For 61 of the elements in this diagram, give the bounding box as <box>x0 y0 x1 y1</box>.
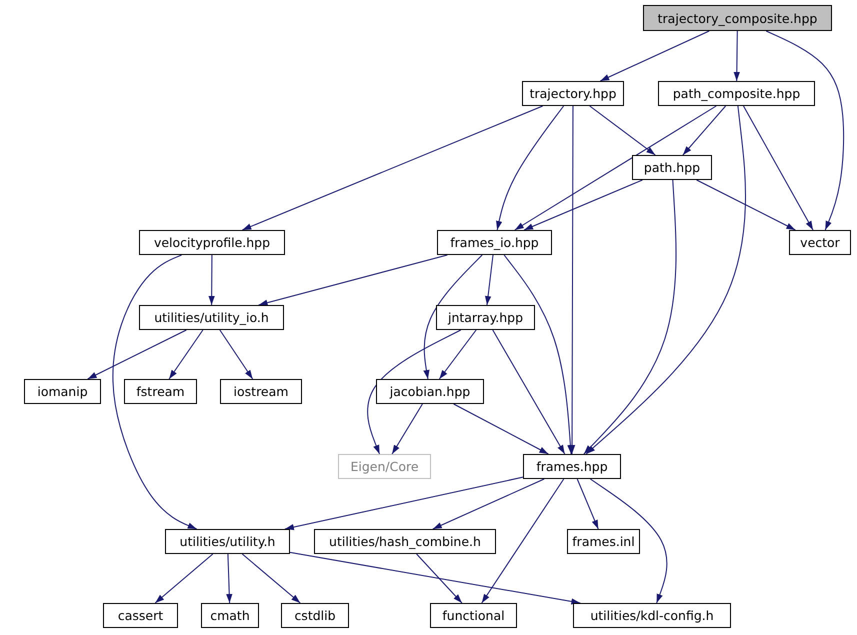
arrow <box>208 254 215 306</box>
arrow <box>682 106 726 156</box>
file-box: jacobian.hpp <box>376 379 484 404</box>
file-box: path.hpp <box>632 155 712 180</box>
arrow <box>242 106 544 230</box>
arrow <box>112 254 198 530</box>
arrow <box>504 254 574 454</box>
arrow <box>87 330 187 380</box>
arrow <box>290 552 581 605</box>
arrow <box>583 180 677 454</box>
file-box: frames_io.hpp <box>437 230 552 255</box>
arrow <box>284 476 524 530</box>
arrow <box>766 30 844 230</box>
file-box: utilities/utility.h <box>165 529 290 554</box>
file-box: fstream <box>124 379 197 404</box>
file-box: utilities/utility_io.h <box>139 305 284 330</box>
arrow <box>586 106 746 454</box>
file-box: vector <box>789 230 851 255</box>
file-box: functional <box>430 603 517 628</box>
arrow <box>484 254 494 306</box>
arrow <box>568 106 576 454</box>
arrow <box>743 106 814 230</box>
arrow <box>600 30 710 82</box>
file-box: path_composite.hpp <box>658 81 815 106</box>
file-box: trajectory_composite.hpp <box>643 5 832 31</box>
arrow <box>416 554 462 604</box>
file-box: frames.inl <box>567 529 640 554</box>
arrow <box>589 106 656 156</box>
arrow <box>258 254 448 306</box>
file-box: iomanip <box>24 379 101 404</box>
arrow <box>453 404 549 454</box>
file-box: cmath <box>201 603 259 628</box>
file-box: trajectory.hpp <box>522 81 624 106</box>
arrow <box>432 478 545 530</box>
arrow <box>367 330 462 454</box>
arrow <box>734 30 740 82</box>
arrow <box>226 554 232 604</box>
file-box: frames.hpp <box>523 454 621 479</box>
arrow <box>576 478 599 530</box>
arrow <box>219 330 254 380</box>
arrow <box>481 478 564 604</box>
arrow <box>696 180 796 230</box>
arrow <box>514 106 717 230</box>
arrow <box>438 330 477 380</box>
arrow <box>168 330 204 380</box>
arrow <box>590 478 668 604</box>
file-box: cassert <box>103 603 178 628</box>
arrow <box>154 554 214 604</box>
arrow <box>392 404 423 454</box>
file-box: velocityprofile.hpp <box>139 230 285 255</box>
file-box: iostream <box>220 379 302 404</box>
file-box: Eigen/Core <box>338 454 431 479</box>
arrow <box>492 330 566 454</box>
arrow <box>423 254 483 380</box>
arrow <box>496 106 564 230</box>
arrow <box>524 180 643 230</box>
arrow <box>242 554 301 604</box>
file-box: jntarray.hpp <box>436 305 535 330</box>
file-box: cstdlib <box>281 603 349 628</box>
file-box: utilities/kdl-config.h <box>573 603 731 628</box>
file-box: utilities/hash_combine.h <box>314 529 496 554</box>
